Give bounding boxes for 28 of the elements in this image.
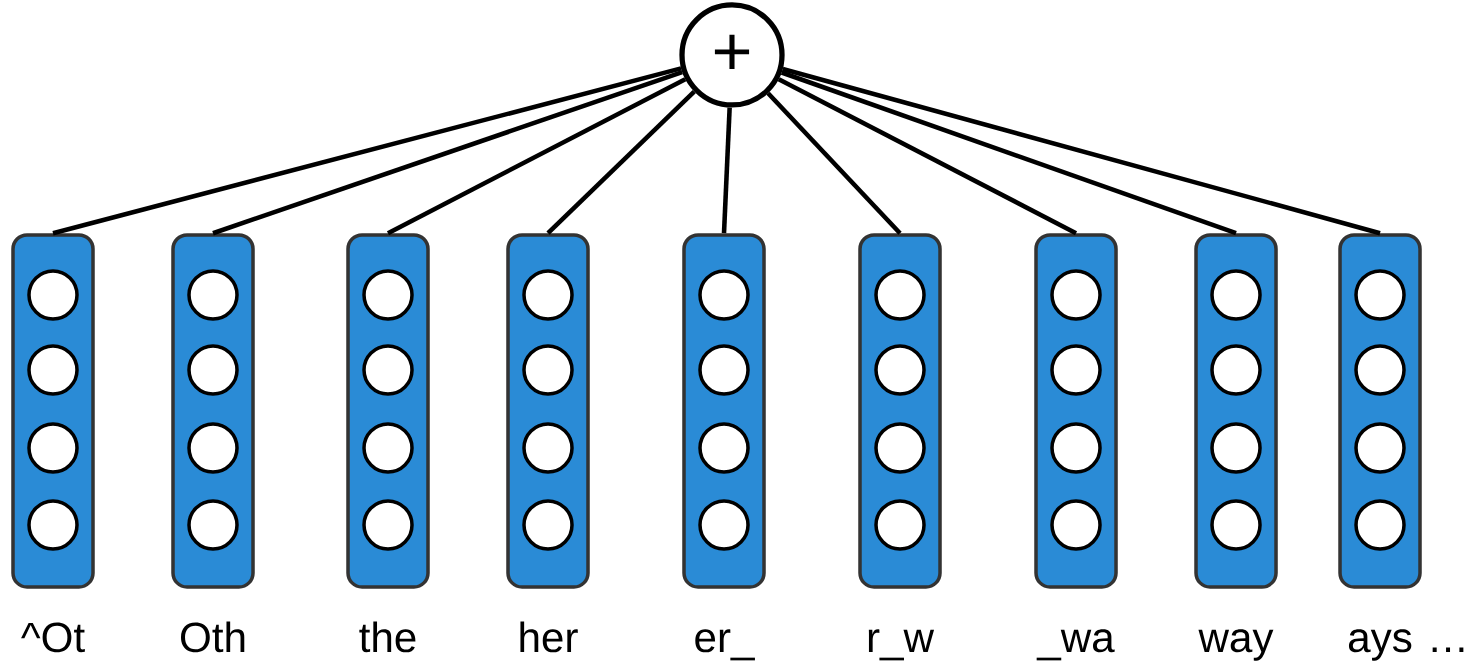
connector-line xyxy=(782,66,1381,236)
token-label: _wa xyxy=(1036,629,1115,661)
token-label: ays xyxy=(1348,629,1412,661)
vector-bar-drawing xyxy=(1338,233,1422,589)
vector-bar-drawing xyxy=(1194,233,1278,589)
connector-line xyxy=(721,107,732,234)
token-label: way xyxy=(1198,629,1274,661)
vector-bar-drawing xyxy=(1034,233,1118,589)
token-label: Oth xyxy=(181,621,245,653)
connector-line xyxy=(546,89,696,235)
connector-line xyxy=(52,66,682,236)
token-label: her xyxy=(520,621,578,653)
vector-bar-drawing xyxy=(346,233,430,589)
connector-line xyxy=(386,77,687,236)
token-label: the xyxy=(359,621,416,653)
vector-bar-drawing xyxy=(171,233,255,589)
vector-bar-drawing xyxy=(682,233,766,589)
token-label: ^Ot xyxy=(21,622,85,653)
connector-line xyxy=(777,77,1078,236)
ellipsis-label: … xyxy=(1432,647,1464,652)
connector-line xyxy=(212,69,683,236)
vector-bar-drawing xyxy=(858,233,942,589)
token-label: er_ xyxy=(695,629,755,661)
connector-line xyxy=(766,91,902,235)
token-label: r_w xyxy=(868,629,935,661)
vector-bar-drawing xyxy=(506,233,590,589)
connector-line xyxy=(780,70,1237,236)
vector-bar-drawing xyxy=(11,233,95,589)
